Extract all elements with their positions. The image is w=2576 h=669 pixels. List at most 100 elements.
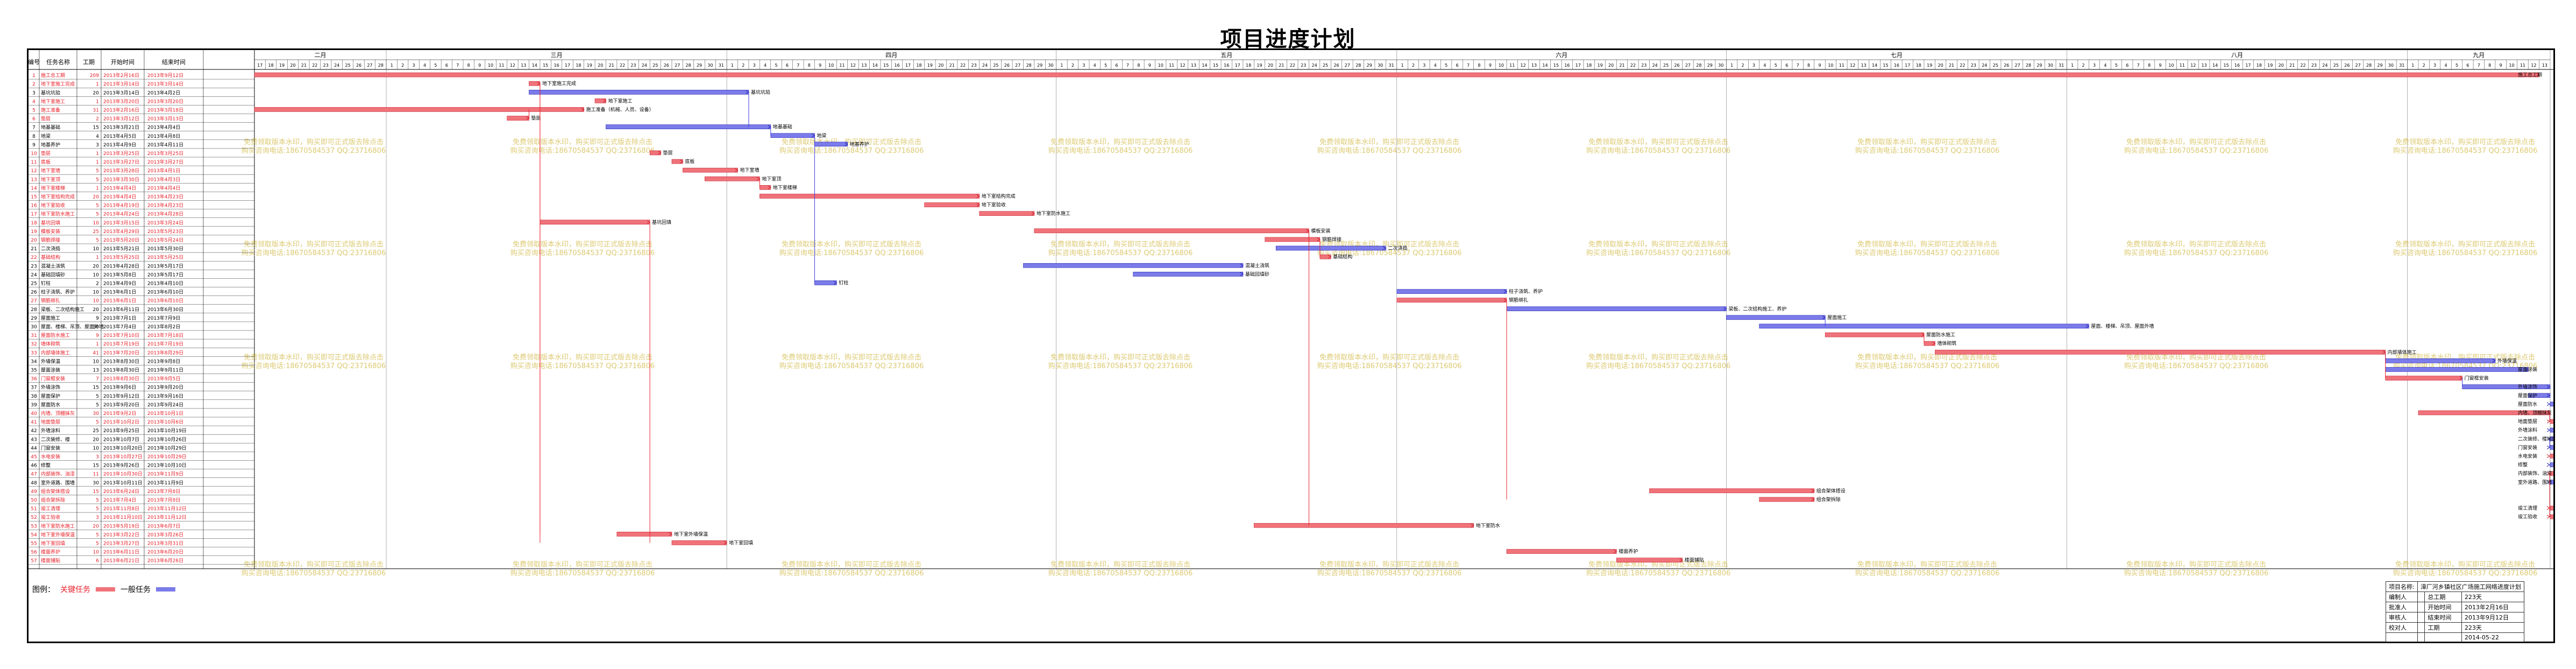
task-bar [683, 167, 738, 173]
task-end: 2013年4月1日 [147, 167, 180, 174]
task-id: 12 [31, 168, 37, 174]
task-start: 2013年3月20日 [103, 98, 139, 104]
day-label: 31 [2059, 63, 2064, 68]
day-label: 28 [1696, 63, 1701, 68]
task-id: 20 [31, 238, 37, 243]
task-name: 地梁 [41, 133, 51, 139]
day-label: 20 [938, 63, 943, 68]
task-id: 3 [32, 90, 36, 96]
day-label: 25 [1993, 63, 1998, 68]
task-bar-label: 地下室验收 [982, 202, 1006, 208]
day-label: 3 [2433, 63, 2436, 68]
day-label: 1 [1730, 63, 1733, 68]
task-bar-label: 内墙、顶棚抹灰 [2518, 410, 2552, 416]
day-label: 25 [993, 63, 998, 68]
task-id: 2 [32, 82, 36, 87]
task-name: 墙体砌筑 [41, 341, 60, 347]
day-label: 1 [1401, 63, 1403, 68]
task-duration: 5 [96, 420, 99, 425]
day-label: 16 [2234, 63, 2240, 68]
task-duration: 1 [96, 186, 99, 191]
task-end: 2013年9月20日 [147, 384, 183, 391]
day-label: 14 [532, 63, 537, 68]
day-label: 21 [301, 63, 307, 68]
watermark-text: 购买咨询电话:18670584537 QQ:23716806 [2393, 569, 2538, 578]
task-duration: 41 [93, 350, 99, 356]
day-label: 12 [2531, 63, 2536, 68]
task-id: 39 [31, 403, 37, 408]
day-label: 19 [1257, 63, 1262, 68]
task-id: 35 [31, 368, 37, 373]
task-duration: 5 [96, 506, 99, 512]
task-end-marker [537, 81, 541, 86]
day-label: 31 [2399, 63, 2404, 68]
legend-title: 图例： [32, 586, 55, 594]
day-label: 20 [1608, 63, 1614, 68]
day-label: 21 [1279, 63, 1284, 68]
task-start: 2013年4月9日 [103, 142, 136, 148]
task-end: 2013年9月5日 [147, 376, 180, 382]
task-id: 13 [31, 177, 37, 182]
task-start: 2013年4月29日 [103, 228, 139, 235]
watermark-text: 购买咨询电话:18670584537 QQ:23716806 [2124, 569, 2269, 578]
legend-normal-swatch [156, 587, 175, 591]
day-label: 10 [828, 63, 834, 68]
watermark-text: 免费领取版本水印，购买即可正式版去除点击 [2126, 138, 2266, 146]
task-bar [1649, 488, 1815, 494]
day-label: 1 [1060, 63, 1063, 68]
task-bar [1254, 523, 1474, 528]
task-start: 2013年11月8日 [103, 505, 139, 512]
title-block-cell [2417, 591, 2425, 602]
watermark-text: 购买咨询电话:18670584537 QQ:23716806 [2124, 249, 2269, 257]
day-label: 12 [510, 63, 515, 68]
task-bar-label: 垫层 [531, 115, 541, 122]
watermark-text: 免费领取版本水印，购买即可正式版去除点击 [782, 560, 921, 569]
day-label: 1 [2071, 63, 2074, 68]
task-start: 2013年5月8日 [103, 271, 136, 278]
task-id: 32 [31, 342, 37, 347]
task-bar [616, 532, 672, 537]
task-name: 地下室施工 [41, 98, 65, 104]
task-end: 2013年9月24日 [147, 402, 183, 408]
task-id: 4 [32, 99, 36, 104]
day-label: 4 [423, 63, 426, 68]
watermark-text: 免费领取版本水印，购买即可正式版去除点击 [244, 240, 384, 249]
day-label: 12 [1521, 63, 1526, 68]
task-duration: 15 [93, 489, 99, 495]
task-bar-label: 墙体砌筑 [1937, 340, 1956, 347]
task-end: 2013年6月10日 [147, 289, 183, 295]
day-label: 26 [2344, 63, 2350, 68]
task-end: 2013年6月7日 [147, 523, 180, 529]
day-label: 30 [707, 63, 713, 68]
task-end-marker [2546, 506, 2550, 510]
task-start: 2013年8月30日 [103, 376, 139, 382]
day-label: 19 [1597, 63, 1602, 68]
task-bar [2550, 480, 2553, 485]
task-duration: 30 [93, 411, 100, 417]
title-block-cell: 审核人 [2386, 612, 2418, 623]
task-end-marker [1932, 341, 1936, 346]
task-id: 7 [32, 125, 36, 131]
task-end: 2013年4月8日 [147, 133, 180, 139]
task-duration: 5 [96, 168, 99, 174]
task-bar-label: 门窗安装 [2518, 444, 2537, 450]
day-label: 24 [1652, 63, 1658, 68]
task-bar-label: 施工总工期 [2518, 72, 2542, 78]
task-id: 45 [31, 454, 37, 460]
day-label: 20 [290, 63, 295, 68]
title-block-cell [2386, 632, 2418, 642]
task-end: 2013年9月16日 [147, 393, 183, 399]
watermark-text: 免费领取版本水印，购买即可正式版去除点击 [513, 138, 652, 146]
day-label: 7 [456, 63, 459, 68]
task-name: 地下室顶 [41, 176, 60, 182]
day-label: 17 [1576, 63, 1581, 68]
task-bar [1935, 349, 2386, 355]
day-label: 2 [2423, 63, 2425, 68]
day-label: 9 [478, 63, 481, 68]
task-id: 54 [31, 532, 37, 538]
day-label: 14 [1872, 63, 1877, 68]
day-label: 8 [1478, 63, 1480, 68]
task-start: 2013年3月14日 [103, 81, 139, 87]
